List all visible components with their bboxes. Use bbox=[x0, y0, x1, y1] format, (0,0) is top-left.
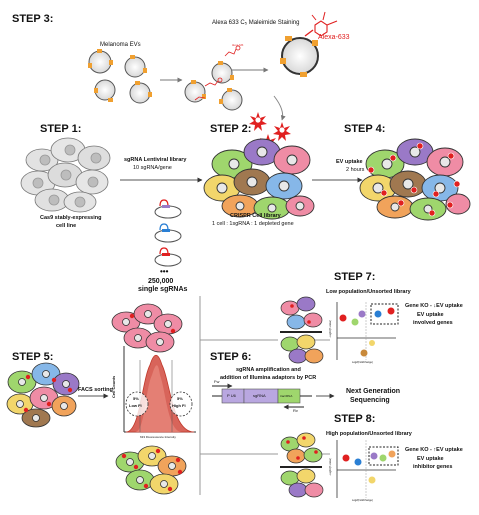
step8-result-3: inhibitor genes bbox=[413, 464, 453, 470]
ev-vesicle-icon bbox=[88, 49, 113, 74]
plasmid-icon bbox=[154, 223, 182, 243]
staining-label: Alexa 633 C₅ Maleimide Staining bbox=[212, 20, 300, 26]
ev-uptake-time: 2 hours bbox=[346, 167, 365, 173]
step1-heading: STEP 1: bbox=[40, 123, 82, 135]
step8-result-2: EV uptake bbox=[417, 456, 444, 462]
cell-line-label-2: cell line bbox=[56, 223, 77, 229]
pcr-desc-1: sgRNA amplification and bbox=[236, 367, 301, 373]
histogram-xlabel: 633 Fluorescence Intensity bbox=[140, 435, 176, 439]
cells-with-ev-uptake bbox=[359, 138, 471, 221]
dots-label: ••• bbox=[160, 267, 169, 276]
step7-result-1: Gene KO - ↓EV uptake bbox=[405, 303, 463, 309]
ev-vesicle-icon bbox=[129, 81, 152, 104]
high-fi-pct: 5% bbox=[177, 396, 183, 401]
step8-cells bbox=[280, 432, 324, 498]
step4-heading: STEP 4: bbox=[344, 123, 386, 135]
pcr-construct bbox=[212, 383, 312, 410]
step7-cells bbox=[280, 296, 324, 364]
dye-structure-icon bbox=[311, 11, 338, 37]
step7-heading: STEP 7: bbox=[334, 271, 376, 283]
ev-vesicle-icon bbox=[211, 61, 234, 84]
high-fi-cells bbox=[115, 445, 187, 495]
step7-title: Low population/Unsorted library bbox=[326, 289, 411, 295]
cell-line-label-1: Cas9 stably-expressing bbox=[40, 215, 102, 221]
ev-uptake-label: EV uptake bbox=[336, 159, 363, 165]
sgrna-count-unit: single sgRNAs bbox=[138, 286, 188, 293]
alexa-label: Alexa-633 bbox=[318, 34, 350, 41]
rv-label: Rv bbox=[293, 408, 298, 413]
ngs-label-2: Sequencing bbox=[350, 397, 390, 404]
sorting-input-cells bbox=[6, 362, 80, 428]
step7-ylabel: -Log10(P-value) bbox=[329, 320, 332, 338]
fw-label: Fw bbox=[214, 379, 220, 384]
low-fi-label: Low FI bbox=[129, 403, 142, 408]
library-label-1: sgRNA Lentiviral library bbox=[124, 157, 187, 163]
low-fi-cells bbox=[111, 303, 183, 353]
melanoma-evs-group bbox=[88, 49, 183, 104]
u6-label: P U6 bbox=[227, 393, 236, 398]
step8-volcano-plot bbox=[336, 440, 399, 498]
step8-title: High population/Unsorted library bbox=[326, 431, 412, 437]
stained-evs-group bbox=[184, 45, 269, 111]
stained-ev-large bbox=[280, 29, 319, 77]
crispr-library-title: CRISPR Cell library bbox=[230, 213, 281, 219]
step3-heading: STEP 3: bbox=[12, 13, 54, 25]
sgrna-count: 250,000 bbox=[148, 278, 174, 285]
step8-ylabel: -Log10(P-value) bbox=[329, 458, 332, 476]
low-fi-pct: 5% bbox=[133, 396, 139, 401]
library-label-2: 10 sgRNA/gene bbox=[133, 165, 172, 171]
plasmid-icon bbox=[154, 199, 182, 219]
pcr-desc-2: addition of Illumina adaptors by PCR bbox=[220, 375, 317, 381]
step8-xlabel: Log2(FoldChange) bbox=[352, 499, 373, 502]
step7-volcano-plot bbox=[336, 302, 399, 360]
ev-vesicle-icon bbox=[94, 79, 116, 102]
high-fi-label: High FI bbox=[172, 403, 186, 408]
step7-xlabel: Log2(FoldChange) bbox=[352, 361, 373, 364]
tracr-label: tracrRNA bbox=[280, 394, 293, 398]
histogram-ylabel: Cell Counts bbox=[111, 375, 116, 398]
step7-result-3: involved genes bbox=[413, 320, 453, 326]
ngs-label-1: Next Generation bbox=[346, 388, 401, 395]
dye-molecule-icon bbox=[194, 45, 241, 101]
crispr-library-subtitle: 1 cell : 1sgRNA : 1 depleted gene bbox=[212, 221, 294, 227]
step5-heading: STEP 5: bbox=[12, 351, 54, 363]
alexa-small-label: Alexa-633 bbox=[232, 44, 244, 47]
ev-vesicle-icon bbox=[184, 80, 206, 103]
crispr-cell-library bbox=[203, 138, 315, 220]
ev-vesicle-icon bbox=[219, 88, 243, 111]
ev-vesicle-icon bbox=[124, 55, 147, 78]
step8-result-1: Gene KO - ↑EV uptake bbox=[405, 447, 463, 453]
step7-result-2: EV uptake bbox=[417, 312, 444, 318]
melanoma-evs-label: Melanoma EVs bbox=[100, 42, 141, 48]
step8-heading: STEP 8: bbox=[334, 413, 376, 425]
sgrna-label: sgRNA bbox=[253, 393, 266, 398]
step6-heading: STEP 6: bbox=[210, 351, 252, 363]
facs-sorting-label: FACS sorting bbox=[78, 387, 113, 393]
facs-histogram bbox=[123, 346, 196, 433]
cas9-cell-cluster bbox=[20, 137, 111, 213]
step2-heading: STEP 2: bbox=[210, 123, 252, 135]
plasmid-icon bbox=[154, 247, 182, 267]
